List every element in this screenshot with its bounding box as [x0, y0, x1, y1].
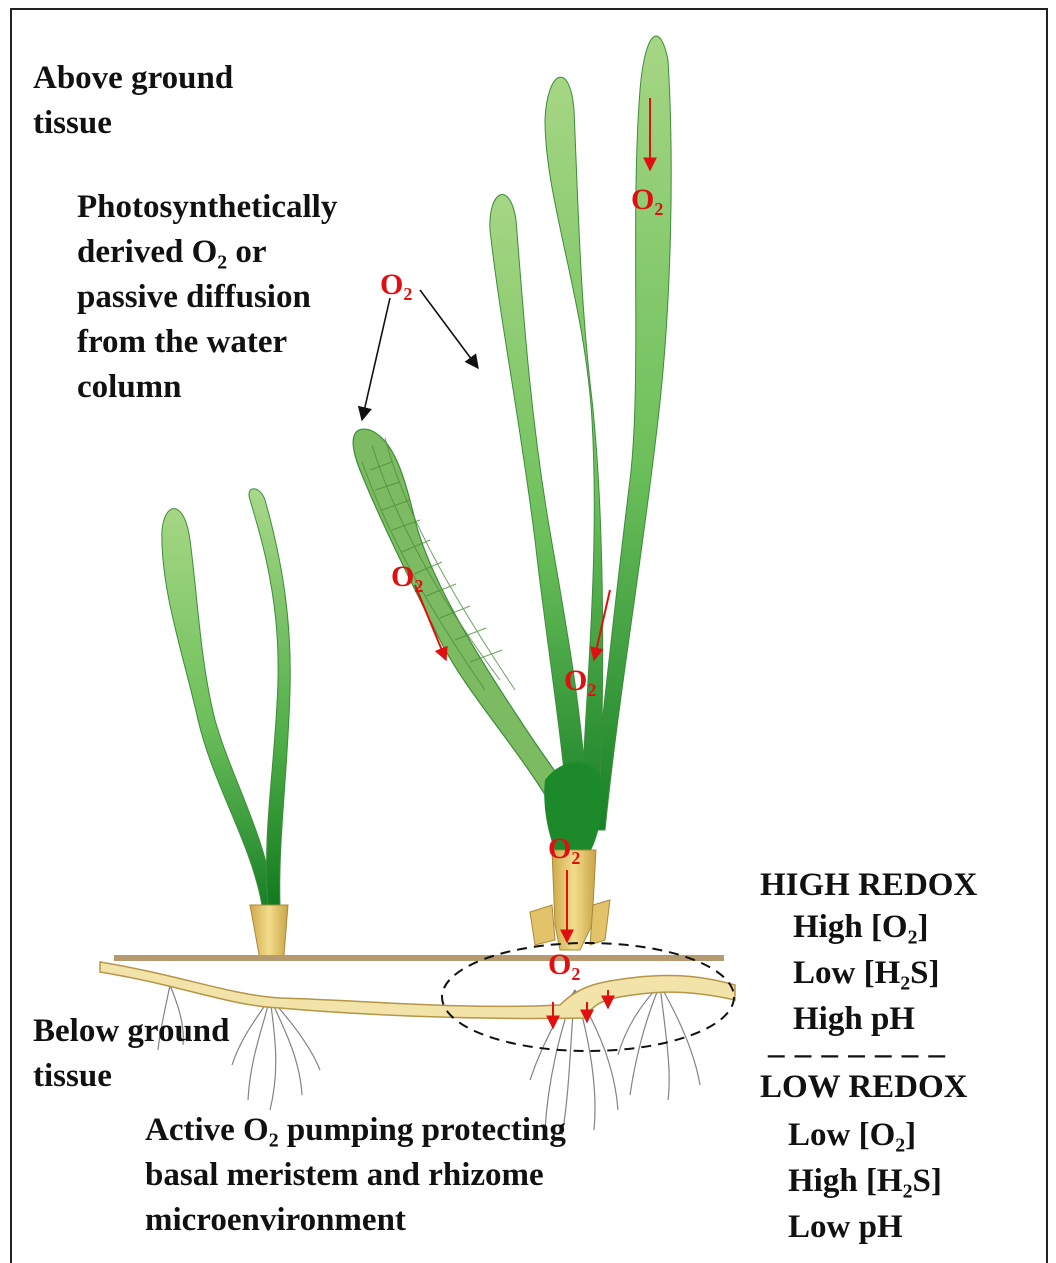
above-ground-line-1: Above ground [33, 56, 233, 101]
pumping-line-1: Active O₂ pumping protecting [145, 1108, 566, 1153]
source-line-2: derived O₂ or [77, 230, 337, 275]
below-ground-line-1: Below ground [33, 1009, 230, 1054]
small-sheath [250, 905, 288, 960]
large-plant [353, 36, 671, 950]
low-redox-item-1: Low [O₂] [788, 1112, 942, 1158]
source-line-3: passive diffusion [77, 275, 337, 320]
low-redox-item-3: Low pH [788, 1204, 942, 1250]
above-ground-label: Above ground tissue [33, 56, 233, 146]
low-redox-item-2: High [H₂S] [788, 1158, 942, 1204]
o2-label-mid-leaf: O₂ [564, 664, 596, 698]
pumping-line-2: basal meristem and rhizome [145, 1153, 566, 1198]
below-ground-label: Below ground tissue [33, 1009, 230, 1099]
above-ground-line-2: tissue [33, 101, 233, 146]
high-redox-item-2: Low [H₂S] [793, 950, 940, 996]
diffusion-arrows [362, 290, 478, 420]
o2-label-diffusion: O₂ [380, 268, 412, 302]
high-redox-title: HIGH REDOX [760, 862, 977, 908]
o2-label-base: O₂ [548, 832, 580, 866]
source-line-5: column [77, 365, 337, 410]
o2-label-rhizome: O₂ [548, 948, 580, 982]
oxygen-flow-arrows [415, 98, 650, 1028]
source-line-4: from the water [77, 320, 337, 365]
redox-divider: _ _ _ _ _ _ _ [768, 1020, 946, 1066]
high-redox-item-1: High [O₂] [793, 904, 940, 950]
low-redox-items: Low [O₂] High [H₂S] Low pH [788, 1112, 942, 1250]
pumping-line-3: microenvironment [145, 1198, 566, 1243]
below-ground-line-2: tissue [33, 1054, 230, 1099]
pumping-label: Active O₂ pumping protecting basal meris… [145, 1108, 566, 1243]
source-line-1: Photosynthetically [77, 185, 337, 230]
low-redox-title: LOW REDOX [760, 1064, 968, 1110]
oxygen-source-label: Photosynthetically derived O₂ or passive… [77, 185, 337, 410]
small-plant [162, 489, 290, 960]
o2-label-leaf-tip: O₂ [631, 183, 663, 217]
o2-label-patterned-leaf: O₂ [391, 560, 423, 594]
small-leaf-left [162, 509, 274, 905]
